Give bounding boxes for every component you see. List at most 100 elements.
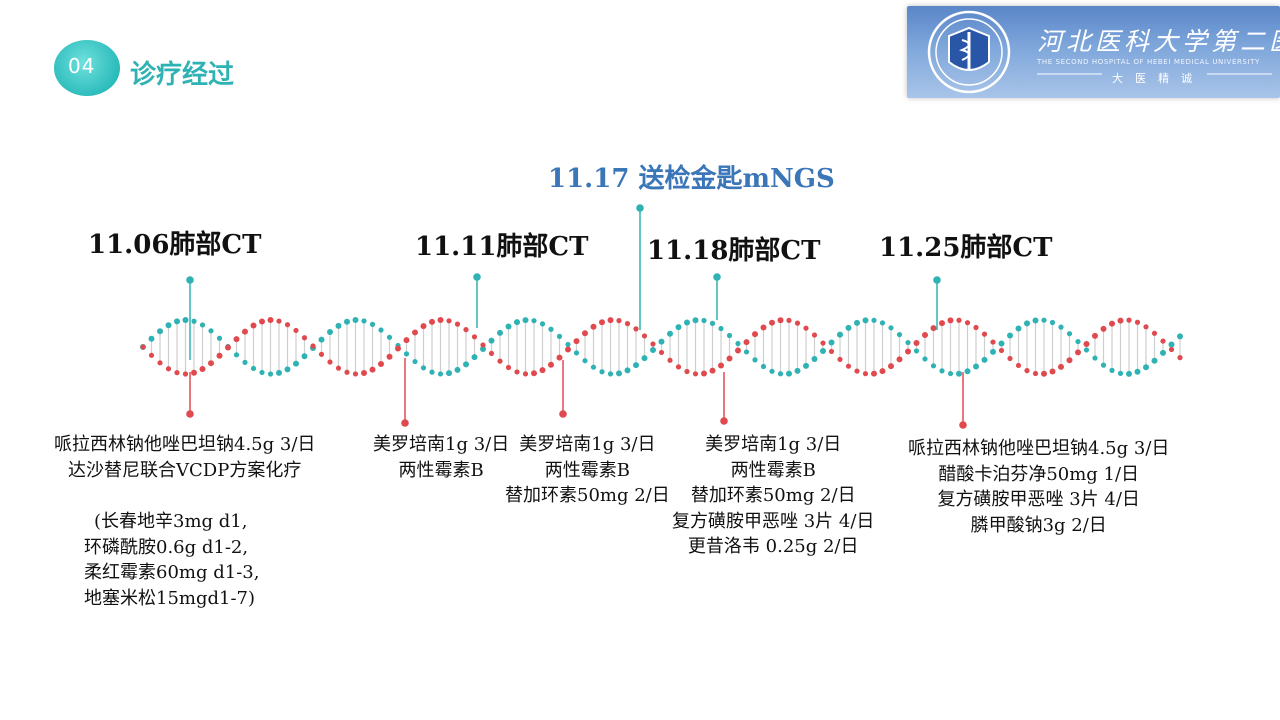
helix-dot-teal: [590, 364, 597, 370]
helix-dot-red: [1117, 317, 1124, 324]
helix-dot-teal: [454, 366, 461, 373]
helix-dot-red: [361, 370, 367, 377]
helix-dot-red: [463, 327, 469, 333]
helix-dot-teal: [1177, 333, 1183, 340]
helix-dot-red: [429, 318, 435, 325]
helix-dot-teal: [743, 349, 750, 355]
helix-dot-teal: [947, 370, 954, 377]
helix-dot-red: [811, 332, 818, 338]
event-pin-dot: [186, 276, 194, 284]
event-pin-dot: [713, 273, 721, 281]
helix-dot-red: [514, 369, 520, 375]
helix-dot-red: [871, 370, 877, 377]
ct-event-label: 11.18肺部CT: [647, 236, 821, 266]
helix-dot-teal: [1049, 319, 1056, 326]
helix-dot-teal: [1007, 332, 1013, 339]
helix-dot-teal: [803, 362, 809, 369]
helix-dot-teal: [463, 361, 469, 368]
helix-dot-red: [1151, 330, 1158, 336]
helix-dot-red: [174, 370, 180, 376]
helix-dot-teal: [361, 318, 367, 324]
helix-dot-teal: [497, 329, 503, 336]
helix-dot-red: [250, 322, 257, 329]
helix-dot-red: [233, 336, 240, 343]
helix-dot-red: [318, 351, 325, 357]
helix-dot-teal: [259, 369, 265, 376]
mngs-event-label: 11.17 送检金匙mNGS: [548, 164, 835, 194]
helix-dot-red: [344, 369, 350, 375]
helix-dot-teal: [1032, 317, 1039, 324]
helix-dot-teal: [658, 338, 665, 345]
helix-dot-teal: [905, 339, 911, 346]
helix-dot-red: [675, 364, 682, 370]
helix-dot-red: [862, 371, 869, 377]
helix-dot-red: [837, 356, 843, 363]
helix-dot-red: [182, 371, 189, 377]
helix-dot-teal: [505, 323, 512, 330]
helix-dot-teal: [267, 371, 274, 377]
helix-dots: [140, 317, 1183, 377]
helix-dot-red: [148, 352, 155, 358]
helix-dot-red: [973, 324, 979, 331]
helix-dot-teal: [998, 340, 1005, 347]
helix-dot-teal: [616, 370, 622, 377]
helix-dot-teal: [1015, 325, 1022, 332]
helix-dot-teal: [692, 317, 699, 324]
helix-dot-red: [1134, 319, 1141, 325]
helix-dot-teal: [378, 327, 384, 333]
helix-dot-red: [446, 318, 452, 324]
helix-dot-red: [284, 322, 291, 328]
helix-dot-teal: [284, 366, 291, 373]
helix-dot-red: [981, 331, 988, 337]
helix-dot-teal: [854, 319, 860, 326]
helix-dot-red: [556, 354, 563, 361]
helix-dot-red: [845, 363, 852, 369]
helix-dot-teal: [1160, 349, 1166, 356]
helix-dot-red: [471, 334, 478, 340]
helix-dot-red: [599, 319, 605, 326]
treatment-pin-dot: [186, 410, 194, 418]
helix-dot-red: [437, 317, 444, 324]
helix-dot-teal: [369, 321, 376, 327]
helix-dot-teal: [539, 321, 546, 327]
helix-dot-red: [624, 321, 631, 327]
helix-dot-teal: [191, 318, 197, 324]
helix-dot-red: [199, 366, 206, 373]
helix-dot-red: [752, 331, 758, 338]
helix-dot-red: [327, 359, 333, 365]
helix-dot-red: [480, 342, 486, 348]
helix-dot-red: [1032, 370, 1039, 377]
helix-dot-teal: [233, 352, 240, 358]
helix-dot-red: [803, 325, 809, 331]
helix-dot-teal: [199, 322, 206, 328]
helix-dot-red: [548, 361, 554, 368]
helix-dot-red: [658, 349, 665, 356]
helix-dot-red: [1007, 355, 1013, 362]
treatment-pin-dot: [959, 421, 967, 429]
helix-dot-red: [403, 337, 410, 344]
helix-dot-teal: [1126, 370, 1132, 377]
helix-dot-teal: [675, 324, 682, 331]
helix-dot-teal: [726, 332, 733, 339]
helix-dot-teal: [837, 331, 843, 338]
hospital-name-en: THE SECOND HOSPITAL OF HEBEI MEDICAL UNI…: [1037, 58, 1260, 66]
helix-dot-teal: [242, 359, 248, 365]
helix-dot-teal: [1041, 317, 1047, 323]
helix-dot-teal: [250, 365, 257, 372]
helix-dot-red: [633, 326, 639, 332]
helix-dot-teal: [403, 351, 410, 357]
helix-dot-red: [828, 348, 835, 355]
helix-dot-red: [191, 369, 197, 376]
helix-dot-teal: [820, 347, 826, 354]
ct-event-label: 11.06肺部CT: [88, 230, 262, 260]
helix-dot-red: [930, 325, 937, 332]
helix-dot-teal: [1117, 370, 1124, 376]
helix-dot-teal: [786, 370, 792, 377]
helix-dot-teal: [582, 358, 588, 364]
helix-dot-red: [335, 365, 342, 371]
helix-dot-red: [522, 371, 529, 377]
helix-dot-red: [1024, 368, 1030, 374]
ct-event-label: 11.11肺部CT: [415, 232, 589, 262]
helix-dot-red: [879, 368, 886, 375]
